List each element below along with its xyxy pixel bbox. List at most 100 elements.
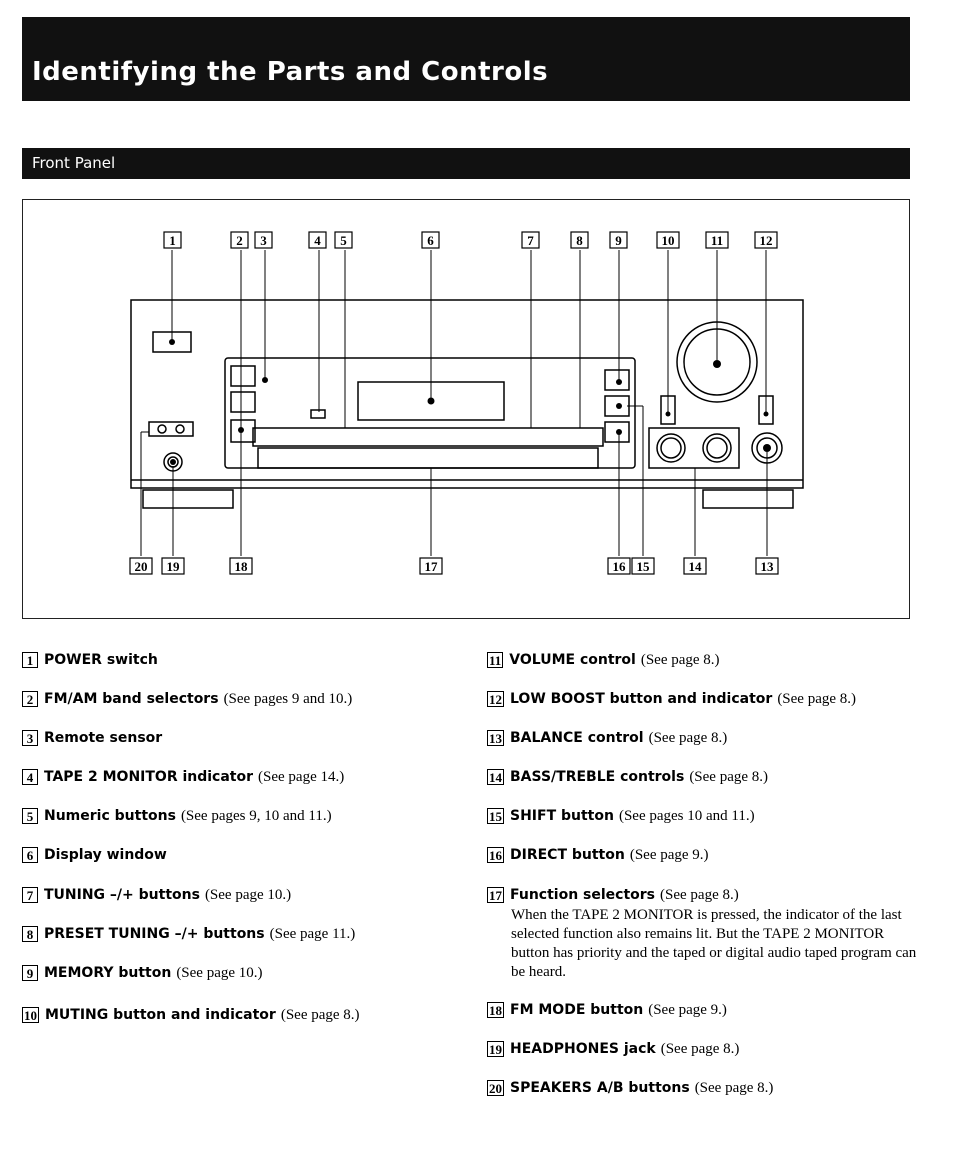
item-number: 2 [22, 691, 38, 707]
item-page-ref: (See page 8.) [648, 730, 728, 746]
item-number: 14 [487, 769, 504, 785]
list-item-13: 13 BALANCE control (See page 8.) [487, 730, 727, 747]
item-name: POWER switch [44, 652, 158, 668]
item-name: TAPE 2 MONITOR indicator [44, 769, 254, 785]
item-page-ref: (See page 9.) [629, 847, 709, 863]
item-number: 3 [22, 730, 38, 746]
item-number: 10 [22, 1007, 39, 1023]
callout-2: 2 [236, 233, 243, 248]
item-page-ref: (See page 14.) [258, 769, 345, 785]
list-item-18: 18 FM MODE button (See page 9.) [487, 1002, 727, 1019]
list-item-14: 14 BASS/TREBLE controls (See page 8.) [487, 769, 768, 786]
callout-16: 16 [613, 559, 627, 574]
callout-12: 12 [760, 233, 773, 248]
item-name: SPEAKERS A/B buttons [510, 1080, 690, 1096]
item-name: BALANCE control [510, 730, 644, 746]
item-number: 6 [22, 847, 38, 863]
item-number: 19 [487, 1041, 504, 1057]
item-name: Numeric buttons [44, 808, 176, 824]
item-number: 17 [487, 887, 504, 903]
item-name: MEMORY button [44, 965, 172, 981]
item-name: BASS/TREBLE controls [510, 769, 685, 785]
front-panel-diagram: 1 2 3 4 5 6 7 8 9 10 11 12 20 [22, 199, 910, 619]
list-item-10: 10 MUTING button and indicator (See page… [22, 1007, 360, 1024]
list-item-20: 20 SPEAKERS A/B buttons (See page 8.) [487, 1080, 773, 1097]
callout-14: 14 [689, 559, 703, 574]
item-name: HEADPHONES jack [510, 1041, 656, 1057]
item-number: 1 [22, 652, 38, 668]
list-item-17: 17 Function selectors (See page 8.) [487, 887, 739, 904]
list-item-3: 3 Remote sensor [22, 730, 162, 746]
chassis-outline [130, 299, 804, 489]
item-page-ref: (See page 10.) [204, 887, 292, 903]
callout-13: 13 [761, 559, 775, 574]
callout-3: 3 [260, 233, 267, 248]
item-number: 4 [22, 769, 38, 785]
item-number: 11 [487, 652, 504, 668]
item-page-ref: (See page 11.) [269, 926, 356, 942]
item-number: 15 [487, 808, 504, 824]
item-name: Function selectors [510, 887, 656, 903]
list-item-2: 2 FM/AM band selectors (See pages 9 and … [22, 691, 352, 708]
list-item-4: 4 TAPE 2 MONITOR indicator (See page 14.… [22, 769, 344, 786]
list-item-9: 9 MEMORY button (See page 10.) [22, 965, 263, 982]
receiver-illustration: 1 2 3 4 5 6 7 8 9 10 11 12 20 [129, 231, 804, 575]
item-page-ref: (See page 8.) [640, 652, 720, 668]
function-selectors-note: When the TAPE 2 MONITOR is pressed, the … [511, 907, 917, 980]
item-number: 13 [487, 730, 504, 746]
section-bar: Front Panel [22, 148, 910, 179]
item-name: FM/AM band selectors [44, 691, 219, 707]
item-name: TUNING –/+ buttons [44, 887, 200, 903]
item-number: 16 [487, 847, 504, 863]
callout-15: 15 [637, 559, 651, 574]
list-item-15: 15 SHIFT button (See pages 10 and 11.) [487, 808, 755, 825]
callout-19: 19 [167, 559, 181, 574]
item-page-ref: (See page 10.) [176, 965, 263, 981]
item-name: VOLUME control [509, 652, 636, 668]
item-page-ref: (See page 8.) [694, 1080, 774, 1096]
item-number: 9 [22, 965, 38, 981]
list-item-19: 19 HEADPHONES jack (See page 8.) [487, 1041, 739, 1058]
item-number: 20 [487, 1080, 504, 1096]
callout-6: 6 [427, 233, 434, 248]
item-page-ref: (See page 9.) [648, 1002, 727, 1018]
page-title: Identifying the Parts and Controls [32, 57, 549, 87]
section-title: Front Panel [32, 154, 116, 172]
item-page-ref: (See page 8.) [689, 769, 769, 785]
list-item-5: 5 Numeric buttons (See pages 9, 10 and 1… [22, 808, 332, 825]
item-name: Remote sensor [44, 730, 163, 746]
callout-11: 11 [711, 233, 723, 248]
item-number: 7 [22, 887, 38, 903]
item-name: SHIFT button [510, 808, 614, 824]
item-name: MUTING button and indicator [45, 1007, 276, 1023]
callout-8: 8 [576, 233, 583, 248]
item-page-ref: (See pages 10 and 11.) [618, 808, 755, 824]
callout-20: 20 [135, 559, 148, 574]
callout-10: 10 [662, 233, 675, 248]
list-item-16: 16 DIRECT button (See page 9.) [487, 847, 709, 864]
item-page-ref: (See page 8.) [660, 887, 739, 903]
callout-5: 5 [340, 233, 347, 248]
item-page-ref: (See page 8.) [280, 1007, 360, 1023]
callout-17: 17 [425, 559, 439, 574]
list-item-6: 6 Display window [22, 847, 167, 863]
list-item-8: 8 PRESET TUNING –/+ buttons (See page 11… [22, 926, 355, 943]
item-name: DIRECT button [510, 847, 625, 863]
list-item-12: 12 LOW BOOST button and indicator (See p… [487, 691, 856, 708]
item-name: LOW BOOST button and indicator [510, 691, 773, 707]
item-number: 12 [487, 691, 504, 707]
item-name: Display window [44, 847, 167, 863]
item-number: 18 [487, 1002, 504, 1018]
callout-7: 7 [527, 233, 534, 248]
callout-18: 18 [235, 559, 249, 574]
callout-1: 1 [169, 233, 176, 248]
title-bar: Identifying the Parts and Controls [22, 17, 910, 101]
item-page-ref: (See pages 9 and 10.) [223, 691, 353, 707]
item-page-ref: (See pages 9, 10 and 11.) [180, 808, 332, 824]
item-number: 5 [22, 808, 38, 824]
item-page-ref: (See page 8.) [777, 691, 857, 707]
list-item-7: 7 TUNING –/+ buttons (See page 10.) [22, 887, 291, 904]
item-name: PRESET TUNING –/+ buttons [44, 926, 265, 942]
item-name: FM MODE button [510, 1002, 644, 1018]
list-item-11: 11 VOLUME control (See page 8.) [487, 652, 720, 669]
